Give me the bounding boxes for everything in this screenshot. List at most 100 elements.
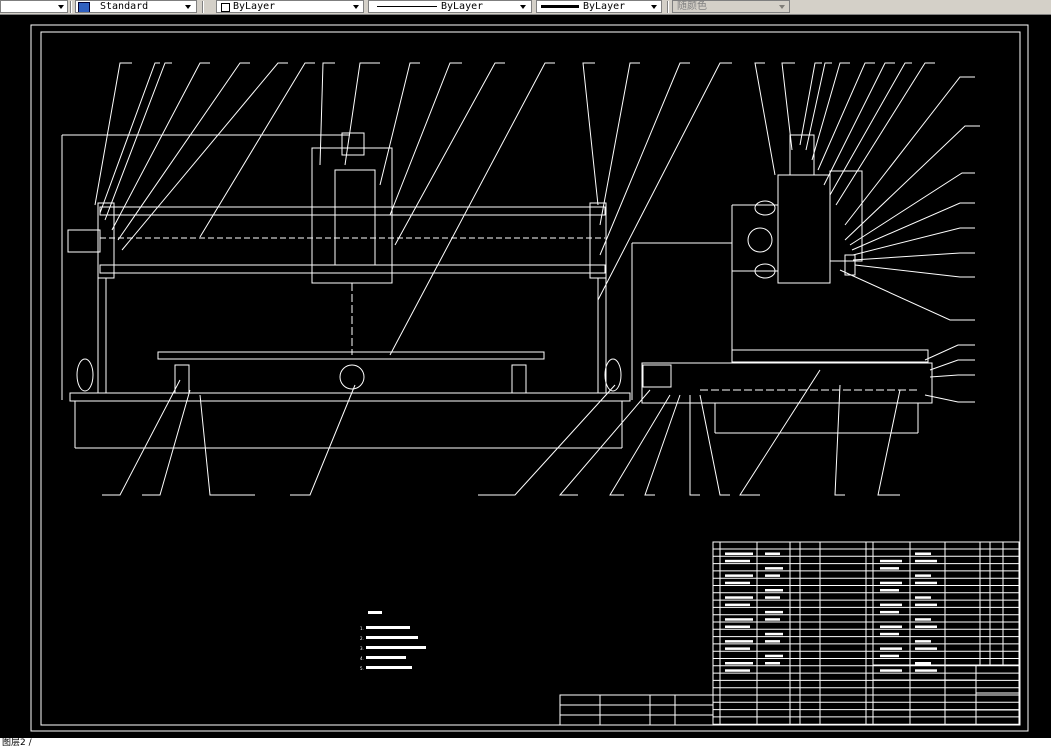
table-cell-text <box>915 552 931 555</box>
dropdown-left-partial[interactable] <box>0 0 68 13</box>
side-spindle <box>829 170 863 262</box>
table-cell-text <box>765 640 780 643</box>
table-cell-text <box>915 618 931 621</box>
parts-list-rows <box>713 548 1019 725</box>
table-cell-text <box>915 669 937 672</box>
chevron-down-icon[interactable] <box>517 1 529 12</box>
pivot-support <box>339 364 365 390</box>
linetype-preview-icon <box>377 6 437 7</box>
layer-color-dropdown[interactable]: ByLayer <box>216 0 364 13</box>
plot-style-value: 随颜色 <box>677 1 707 12</box>
table-cell-text <box>765 654 783 658</box>
base-plate <box>69 392 631 402</box>
technical-notes: 1. 2. 3. 4. 5. <box>360 611 426 671</box>
chevron-down-icon[interactable] <box>648 1 660 12</box>
parts-list-cells <box>725 552 937 672</box>
table-cell-text <box>765 574 780 577</box>
front-view <box>61 132 631 449</box>
chevron-down-icon[interactable] <box>55 1 67 12</box>
table-cell-text <box>765 596 780 599</box>
table-cell-text <box>880 581 902 585</box>
linetype-dropdown[interactable]: ByLayer <box>368 0 532 13</box>
table-support-left <box>174 364 190 394</box>
table-cell-text <box>725 625 750 628</box>
chevron-down-icon[interactable] <box>776 1 788 12</box>
chevron-down-icon[interactable] <box>350 1 362 12</box>
text-style-dropdown[interactable]: Standard <box>75 0 197 13</box>
leader-lines-side <box>558 62 980 496</box>
color-swatch-icon <box>221 3 230 12</box>
table-cell-text <box>725 618 753 621</box>
table-cell-text <box>725 552 753 555</box>
upper-rail <box>99 206 606 216</box>
toolbar-separator <box>70 1 72 13</box>
table-cell-text <box>725 574 753 577</box>
inner-border <box>40 31 1021 726</box>
lineweight-value: ByLayer <box>583 1 626 12</box>
leader-lines-front <box>94 62 732 496</box>
table-cell-text <box>725 603 750 607</box>
note-5: 5. <box>360 666 364 671</box>
table-cell-text <box>880 559 902 563</box>
layer-color-value: ByLayer <box>233 1 276 12</box>
drawing-frame <box>30 24 1029 732</box>
side-motor-2 <box>642 364 672 388</box>
chevron-down-icon[interactable] <box>182 1 194 12</box>
table-support-right <box>511 364 527 394</box>
side-table <box>731 349 929 363</box>
table-cell-text <box>915 640 931 643</box>
plot-style-dropdown[interactable]: 随颜色 <box>672 0 790 13</box>
side-guide-top <box>754 200 776 216</box>
table-cell-text <box>880 603 902 607</box>
side-view <box>631 134 933 434</box>
table-cell-text <box>880 632 899 636</box>
table-cell-text <box>765 610 783 614</box>
table-cell-text <box>915 574 931 577</box>
left-foot <box>76 358 94 392</box>
table-cell-text <box>725 647 750 650</box>
table-cell-text <box>765 552 780 555</box>
table-cell-text <box>915 581 937 585</box>
spindle-motor <box>341 132 365 156</box>
linetype-value: ByLayer <box>441 1 484 12</box>
table-cell-text <box>880 589 899 592</box>
table-cell-text <box>880 669 902 672</box>
properties-toolbar: Standard ByLayer ByLayer ByLayer 随颜色 <box>0 0 1051 15</box>
side-roller <box>747 227 773 253</box>
worktable <box>157 351 545 360</box>
table-cell-text <box>915 662 931 665</box>
note-2: 2. <box>360 636 364 641</box>
table-cell-text <box>765 618 780 621</box>
toolbar-separator <box>667 1 669 13</box>
right-foot <box>604 358 622 392</box>
command-line[interactable]: 图层2 / <box>0 738 1051 748</box>
table-cell-text <box>915 559 937 563</box>
lineweight-dropdown[interactable]: ByLayer <box>536 0 662 13</box>
table-cell-text <box>915 647 937 650</box>
table-cell-text <box>880 647 902 650</box>
table-cell-text <box>880 610 899 614</box>
motor <box>67 229 101 253</box>
table-cell-text <box>725 662 753 665</box>
lineweight-preview-icon <box>541 5 579 8</box>
text-style-icon <box>78 2 90 12</box>
table-cell-text <box>725 559 750 563</box>
table-cell-text <box>725 669 750 672</box>
note-4: 4. <box>360 656 364 661</box>
table-cell-text <box>765 589 783 592</box>
table-cell-text <box>915 625 937 628</box>
toolbar-separator <box>202 1 204 13</box>
table-cell-text <box>765 632 783 636</box>
drawing-canvas[interactable]: 1. 2. 3. 4. 5. <box>0 15 1051 738</box>
text-style-value: Standard <box>100 1 149 12</box>
table-cell-text <box>880 567 899 570</box>
note-1: 1. <box>360 626 364 631</box>
command-line-text: 图层2 / <box>2 738 32 748</box>
table-cell-text <box>915 603 937 607</box>
note-3: 3. <box>360 646 364 651</box>
table-cell-text <box>725 581 750 585</box>
table-cell-text <box>725 596 753 599</box>
table-cell-text <box>915 596 931 599</box>
outer-border <box>30 24 1029 732</box>
table-cell-text <box>880 654 899 658</box>
